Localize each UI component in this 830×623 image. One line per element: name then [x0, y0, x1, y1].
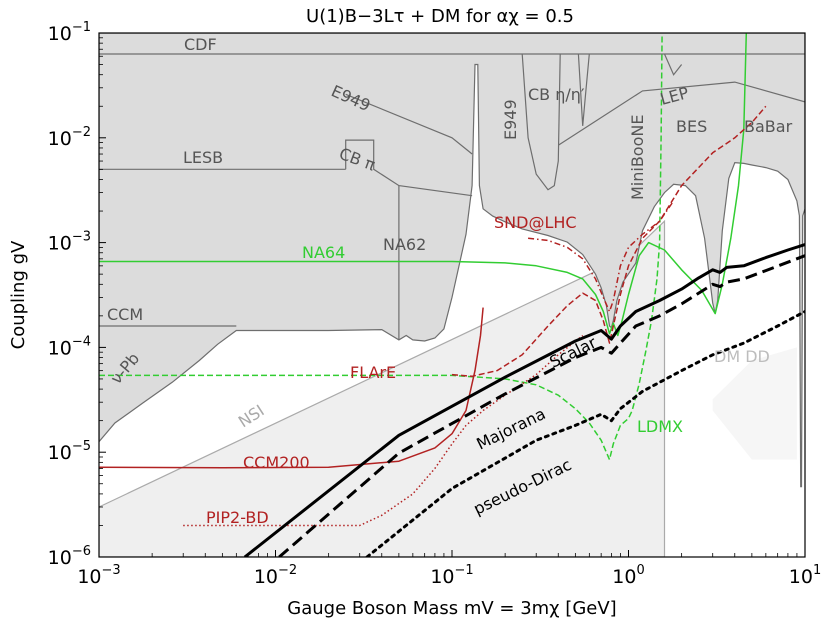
label-na64: NA64	[302, 243, 345, 262]
boundaries-layer	[99, 53, 805, 340]
y-tick-base: 10	[48, 233, 72, 255]
x-tick-exponent: −1	[455, 563, 474, 578]
y-tick-exponent: −5	[72, 439, 91, 454]
label-ldmx: LDMX	[637, 417, 683, 436]
y-tick-label: 10−4	[48, 334, 91, 359]
label-ccm: CCM	[107, 305, 143, 324]
label-pip2-bd: PIP2-BD	[206, 508, 269, 527]
boundary-cb-eta-dip	[577, 53, 590, 126]
boundary-e949-lower	[521, 53, 561, 191]
label-dm-dd: DM DD	[714, 347, 770, 366]
boundary-miniboone-bottom	[557, 81, 805, 146]
y-tick-base: 10	[48, 547, 72, 569]
label-flare: FLArE	[350, 363, 396, 382]
y-tick-label: 10−2	[48, 125, 91, 150]
label-cdf: CDF	[184, 35, 217, 54]
x-tick-label: 101	[789, 563, 821, 588]
series-ldmx	[99, 33, 663, 461]
series-flare	[451, 105, 767, 378]
y-tick-label: 10−5	[48, 439, 91, 464]
series-pseudo-dirac	[365, 310, 805, 557]
region-dm-dd	[712, 347, 797, 460]
y-tick-label: 10−1	[48, 20, 91, 45]
region-excluded-constraints	[99, 33, 805, 488]
series-ccm200	[99, 307, 484, 469]
x-tick-label: 10−1	[430, 563, 473, 588]
y-tick-exponent: −3	[72, 230, 91, 245]
y-tick-label: 10−6	[48, 544, 91, 569]
region-nsi	[99, 219, 666, 557]
series-layer	[99, 33, 805, 557]
y-tick-base: 10	[48, 23, 72, 45]
label-na62: NA62	[383, 235, 426, 254]
y-tick-label: 10−3	[48, 230, 91, 255]
y-axis-title: Coupling gV	[8, 240, 29, 349]
boundary-bes-dip	[663, 53, 683, 76]
label-cb-eta: CB η/η′	[528, 85, 585, 104]
x-tick-label: 10−3	[77, 563, 120, 588]
series-snd-lhc	[528, 200, 675, 313]
plot-area	[99, 33, 805, 557]
y-tick-exponent: −1	[72, 20, 91, 35]
y-tick-exponent: −6	[72, 544, 91, 559]
label-miniboone: MiniBooNE	[628, 115, 647, 200]
series-scalar	[243, 243, 805, 557]
series-pip2-bd	[183, 334, 584, 527]
y-tick-exponent: −4	[72, 334, 91, 349]
x-tick-exponent: −3	[102, 563, 121, 578]
x-tick-label: 100	[612, 563, 644, 588]
y-tick-base: 10	[48, 337, 72, 359]
series-majorana	[278, 254, 805, 557]
label-snd-lhc: SND@LHC	[494, 213, 577, 232]
regions-layer	[99, 33, 805, 557]
y-tick-base: 10	[48, 128, 72, 150]
x-tick-exponent: 0	[636, 563, 644, 578]
label-bes: BES	[676, 117, 707, 136]
boundary-cb-pi	[345, 139, 473, 197]
y-tick-base: 10	[48, 442, 72, 464]
label-ccm200: CCM200	[243, 453, 310, 472]
boundary-e949-diagonal	[345, 93, 473, 155]
label-nsi: NSI	[235, 401, 268, 432]
x-axis-title: Gauge Boson Mass mV = 3mχ [GeV]	[287, 598, 616, 619]
label-e949-vertical: E949	[501, 99, 520, 140]
chart-title: U(1)B−3Lτ + DM for αχ = 0.5	[306, 6, 574, 27]
x-tick-exponent: 1	[813, 563, 821, 578]
x-tick-exponent: −2	[278, 563, 297, 578]
label-babar: BaBar	[744, 117, 793, 136]
label-lesb: LESB	[183, 148, 223, 167]
series-na64	[99, 33, 748, 337]
y-tick-exponent: −2	[72, 125, 91, 140]
x-tick-label: 10−2	[254, 563, 297, 588]
